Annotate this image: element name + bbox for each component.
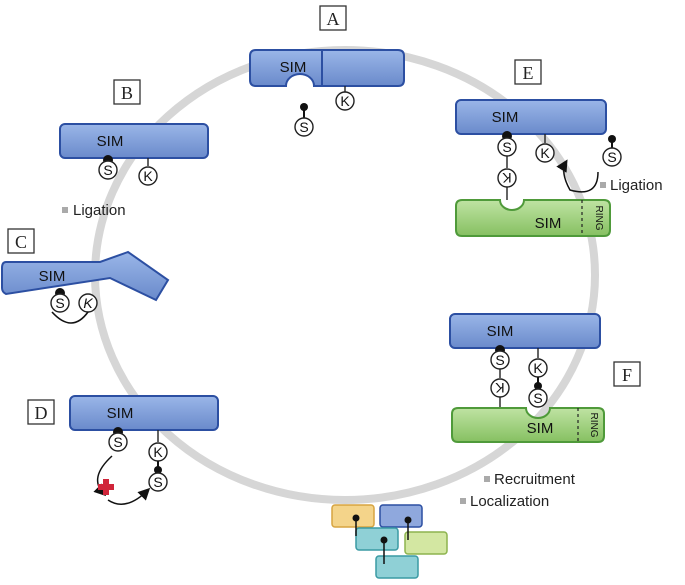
panel-a: A SIM K S [249, 5, 405, 137]
lysine-f-linked: K [495, 380, 505, 396]
sumo-c: S [55, 295, 64, 311]
recruitment-note: Recruitment [494, 471, 576, 488]
protein-f [449, 313, 601, 349]
bottom-notes: Recruitment Localization [460, 471, 576, 510]
panel-d: D SIM S K S [27, 395, 219, 505]
sim-label-e: SIM [492, 109, 519, 126]
ring-label-e: RING [593, 206, 604, 231]
sim-label-e-ligase: SIM [535, 215, 562, 232]
ring-label-f: RING [588, 413, 599, 438]
panel-b-label: B [121, 83, 133, 103]
ligation-note-b: Ligation [73, 202, 126, 219]
sim-label-a: SIM [280, 59, 307, 76]
panel-e-label: E [523, 63, 534, 83]
sumo-d-free: S [153, 474, 162, 490]
assembly-complex [331, 504, 448, 579]
lysine-e: K [540, 145, 550, 161]
sim-label-f: SIM [487, 323, 514, 340]
panel-f-label: F [622, 365, 632, 385]
sumo-f: S [495, 352, 504, 368]
panel-d-label: D [35, 403, 48, 423]
panel-b: B SIM S K Ligation [59, 79, 209, 219]
protein-e [455, 99, 607, 135]
sumo-e: S [502, 139, 511, 155]
sumo-b: S [103, 162, 112, 178]
sim-label-c: SIM [39, 268, 66, 285]
inhibitor-cross [98, 479, 114, 495]
lysine-e-linked: K [502, 170, 512, 186]
panel-c: C SIM S K [1, 228, 170, 324]
protein-a [249, 49, 405, 87]
sumo-a: S [299, 119, 308, 135]
sumo-f-chain: S [533, 390, 542, 406]
sumo-d-bound: S [113, 434, 122, 450]
e3-ligase-f [451, 407, 605, 443]
lysine-c: K [83, 295, 93, 311]
panel-f: F SIM S K K S SIM RING [449, 313, 641, 443]
lysine-b: K [143, 168, 153, 184]
panel-e: E SIM S K K SIM RING S Ligation [455, 59, 663, 237]
sim-label-d: SIM [107, 405, 134, 422]
lysine-f: K [533, 360, 543, 376]
lysine-d: K [153, 444, 163, 460]
lysine-a: K [340, 93, 350, 109]
sumo-e-free: S [607, 149, 616, 165]
localization-note: Localization [470, 493, 549, 510]
e3-ligase-e [455, 199, 611, 237]
protein-b [59, 123, 209, 159]
panel-c-label: C [15, 232, 27, 252]
sim-label-b: SIM [97, 133, 124, 150]
protein-d [69, 395, 219, 431]
sim-label-f-ligase: SIM [527, 420, 554, 437]
panel-a-label: A [327, 9, 340, 29]
protein-c [1, 250, 170, 302]
ligation-note-e: Ligation [610, 177, 663, 194]
